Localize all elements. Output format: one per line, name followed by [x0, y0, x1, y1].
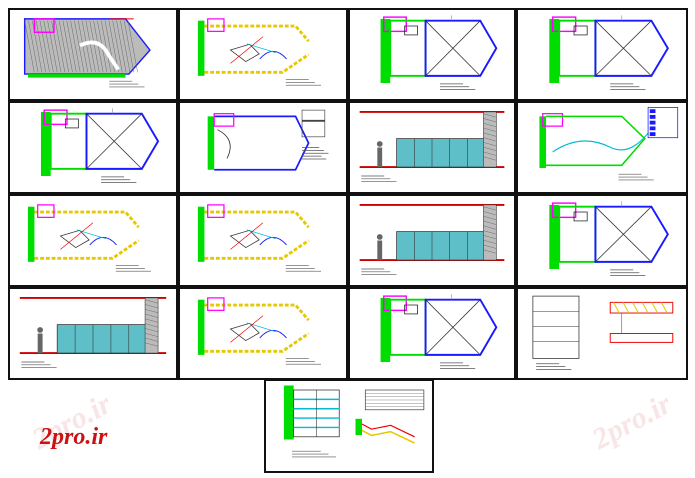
cad-drawing [27, 204, 151, 272]
drawing-panel-plan-furniture [178, 194, 348, 287]
drawing-panel-plan-ceiling [516, 194, 688, 287]
drawing-panel-plan-furniture [178, 287, 348, 380]
drawing-panel-plan-ceiling [8, 101, 178, 194]
cad-drawing [23, 18, 151, 88]
watermark-text: 2pro.ir [586, 387, 677, 456]
cad-drawing [40, 108, 160, 183]
cad-drawing [380, 294, 498, 369]
cad-drawing [532, 295, 674, 370]
drawing-panel-plan-ceiling-detail [178, 101, 348, 194]
cad-drawing [359, 110, 505, 183]
cad-drawing [197, 297, 321, 365]
cad-drawing [197, 204, 321, 272]
drawing-panel-details [516, 287, 688, 380]
cad-drawing [207, 109, 329, 171]
drawing-panel-plan-ceiling [348, 8, 516, 101]
drawing-panel-plan-furniture [178, 8, 348, 101]
watermark-logo: 2pro.ir [40, 424, 108, 450]
drawing-panel-plan-ceiling [516, 8, 688, 101]
cad-drawing [19, 296, 167, 369]
drawing-panel-plan-furniture [8, 194, 178, 287]
cad-drawing [549, 15, 669, 90]
drawing-panel-plan-ceiling [348, 287, 516, 380]
cad-drawing [283, 385, 425, 458]
drawing-panel-elevation [348, 194, 516, 287]
drawing-panel-details-table [264, 379, 434, 473]
cad-drawing [539, 107, 679, 181]
cad-drawing [197, 18, 321, 86]
cad-drawing [359, 203, 505, 276]
drawing-panel-elevation [348, 101, 516, 194]
cad-drawing [549, 201, 669, 276]
drawing-panel-elevation [8, 287, 178, 380]
drawing-panel-plan-hatched [8, 8, 178, 101]
cad-drawing [380, 15, 498, 90]
drawing-panel-plan-lighting [516, 101, 688, 194]
